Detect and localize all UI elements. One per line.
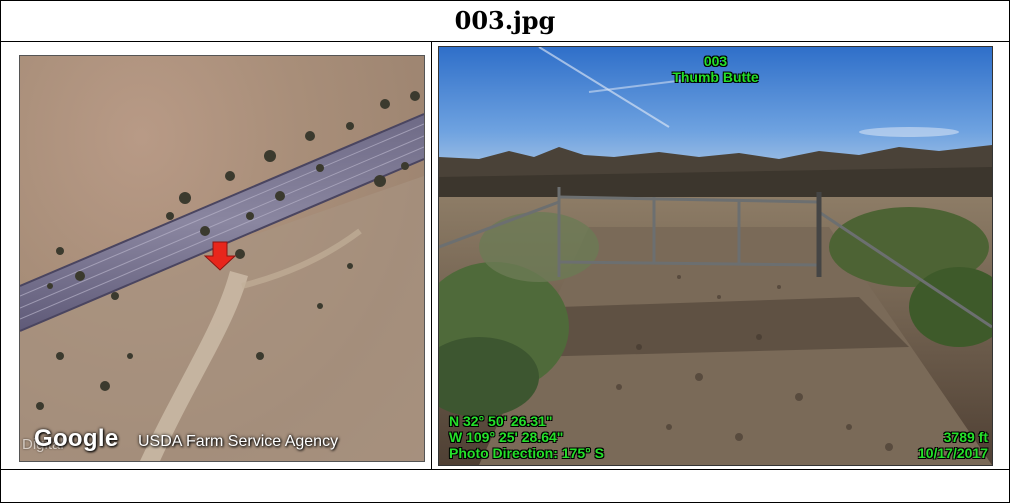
empty-caption-row — [1, 470, 1009, 502]
photo-elevation-date: 3789 ft 10/17/2017 — [918, 429, 988, 461]
satellite-imagery — [20, 91, 424, 461]
field-photo: 003 Thumb Butte N 32° 50' 26.31" W 109° … — [438, 46, 993, 466]
longitude: W 109° 25' 28.64" — [449, 429, 564, 445]
satellite-map: Digital Google USDA Farm Service Agency — [19, 55, 425, 462]
photo-date: 10/17/2017 — [917, 445, 988, 461]
latitude: N 32° 50' 26.31" — [449, 413, 553, 429]
row-divider — [1, 469, 1009, 470]
photo-overlay-title: 003 Thumb Butte — [439, 53, 992, 85]
map-credit-prefix: Digital — [22, 436, 64, 453]
photo-scene — [439, 47, 992, 465]
photo-coordinates: N 32° 50' 26.31" W 109° 25' 28.64" Photo… — [449, 413, 604, 461]
photo-location-name: Thumb Butte — [672, 69, 759, 85]
photo-direction: Photo Direction: 175° S — [449, 445, 604, 461]
down-arrow-marker-icon — [203, 241, 237, 271]
photo-id: 003 — [703, 53, 728, 69]
image-filename-header: 003.jpg — [1, 1, 1009, 42]
column-divider — [431, 42, 432, 470]
elevation: 3789 ft — [943, 429, 988, 445]
google-logo: Google — [34, 425, 119, 452]
map-imagery-credit: USDA Farm Service Agency — [138, 433, 339, 450]
